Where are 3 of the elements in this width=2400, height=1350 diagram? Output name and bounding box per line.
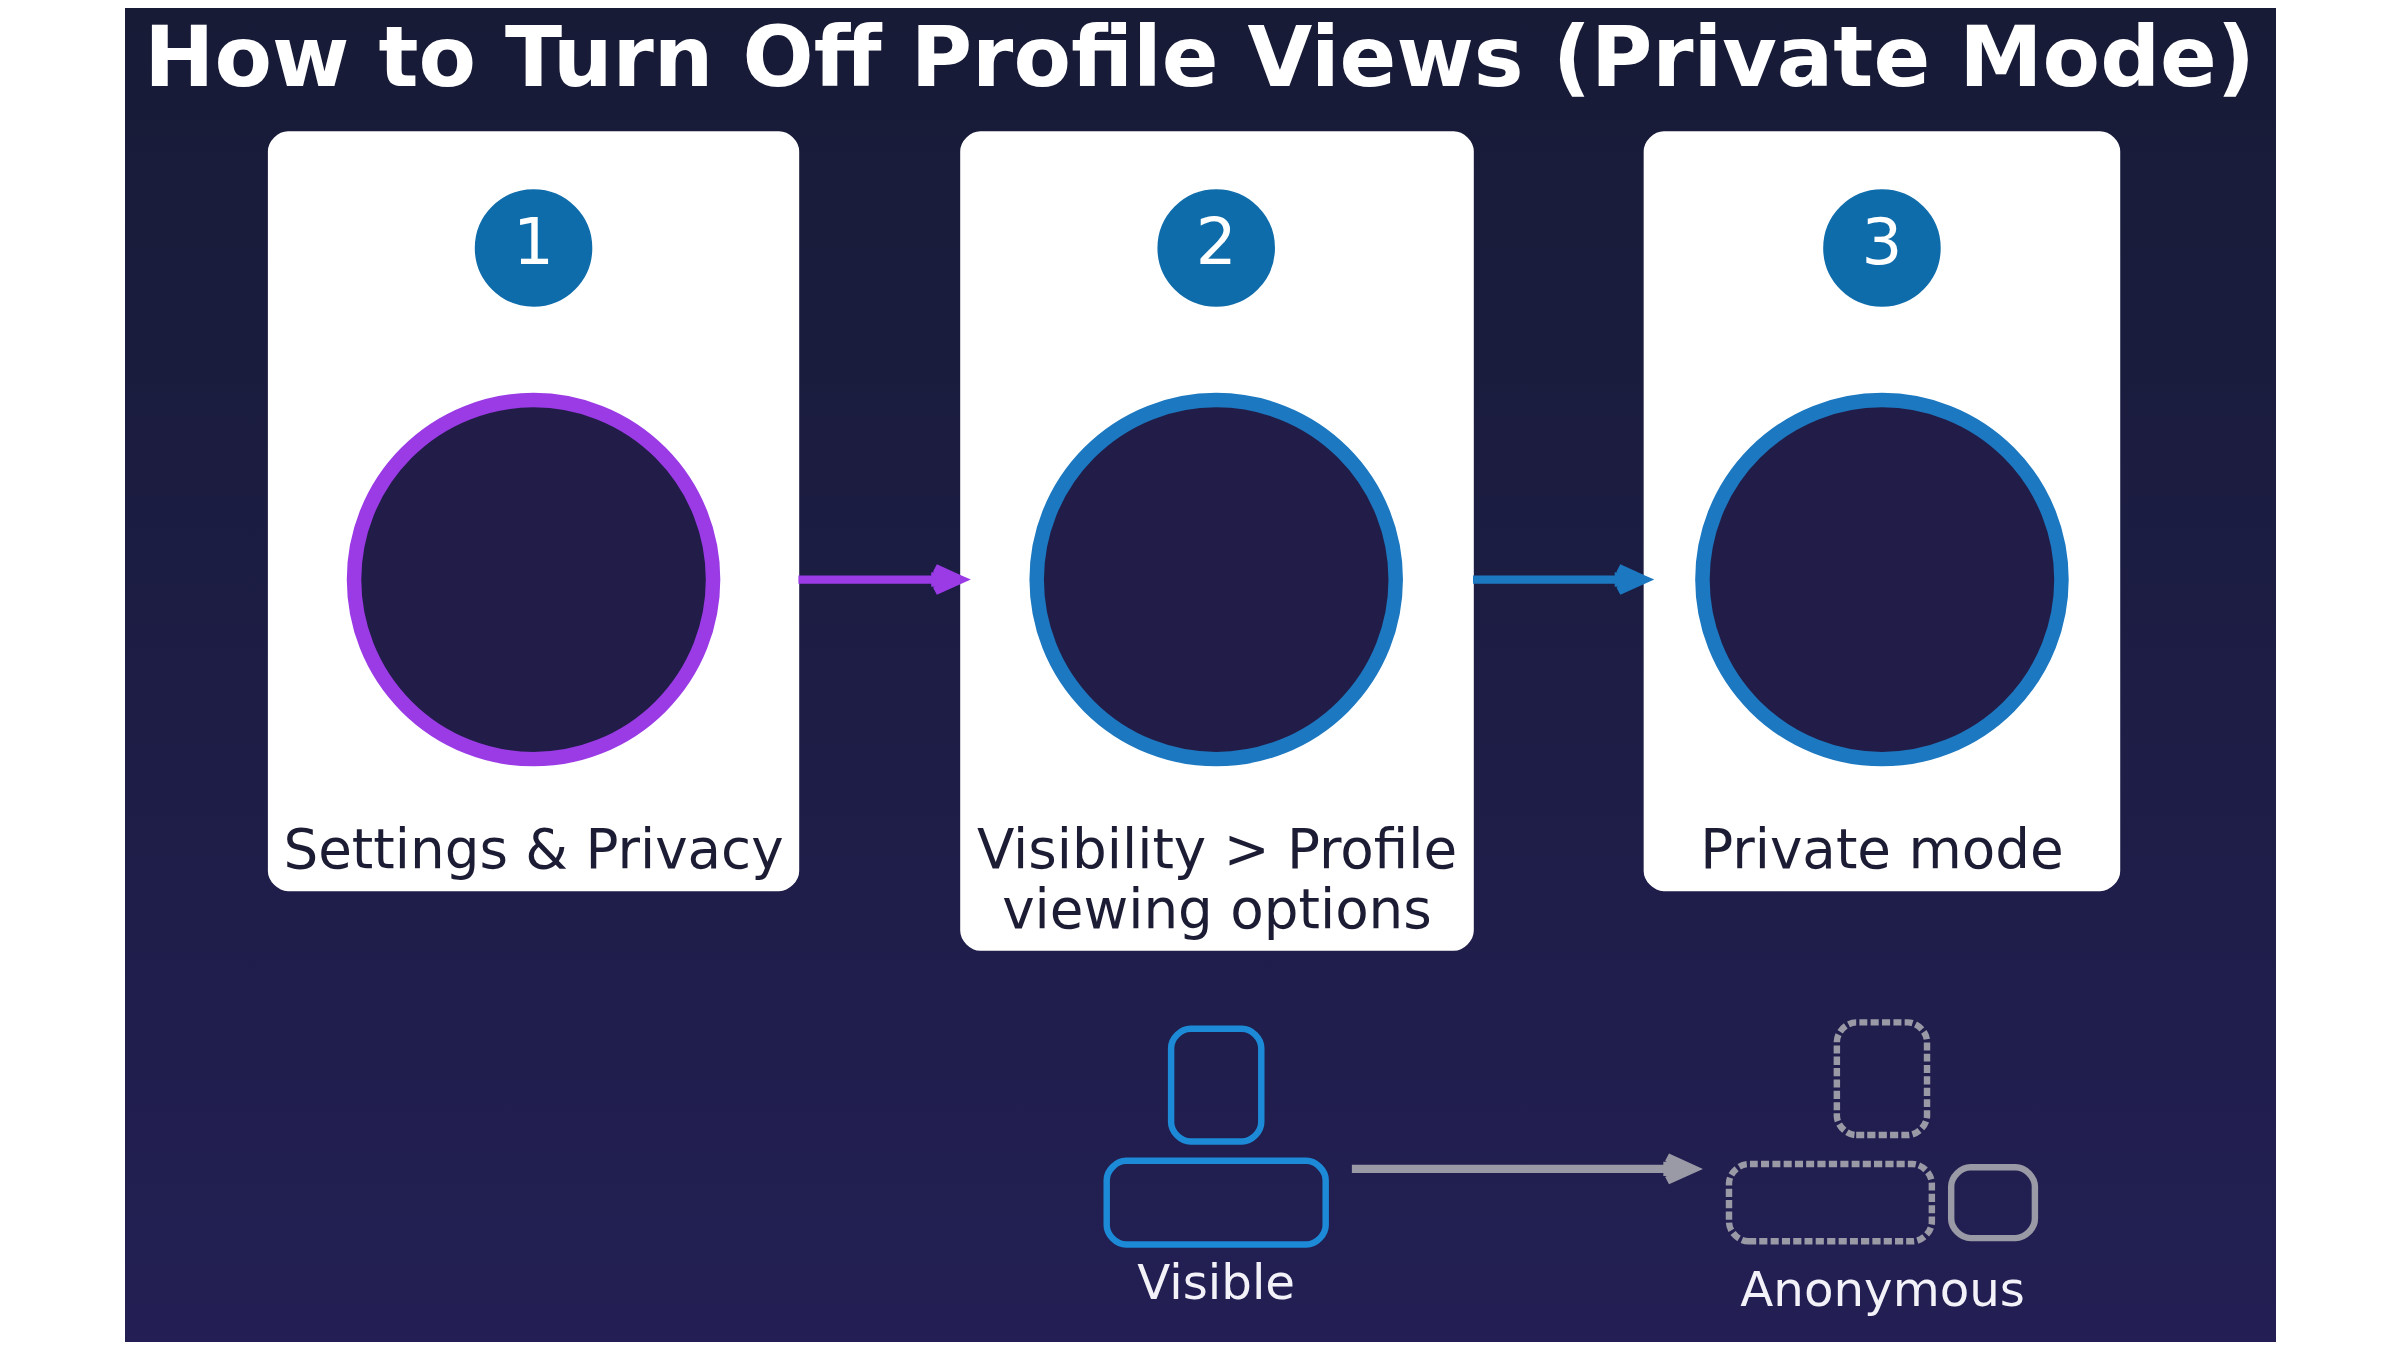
node-label: Anonymous	[1739, 1260, 2025, 1317]
diagram-title: How to Turn Off Profile Views (Private Mode)	[143, 8, 2255, 107]
node-label: Visible	[1136, 1254, 1295, 1311]
